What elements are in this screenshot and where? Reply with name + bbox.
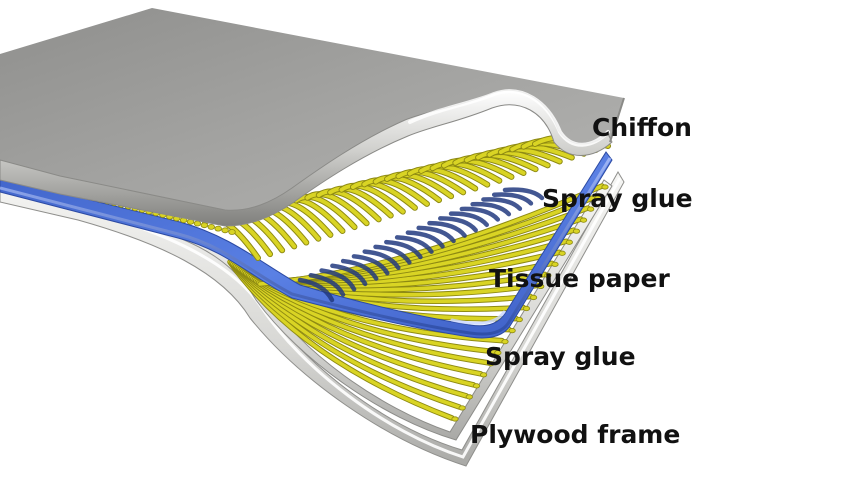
glue-strand-end <box>537 283 545 290</box>
glue-strand <box>487 147 562 164</box>
chiffon-front-edge <box>0 89 613 227</box>
tissue-paper-groove <box>394 235 434 254</box>
glue-strand <box>305 192 369 226</box>
glue-strand-end <box>515 316 523 323</box>
tissue-paper-groove <box>459 206 501 222</box>
glue-strand <box>373 175 442 203</box>
chiffon-curl-highlight <box>408 89 610 147</box>
glue-strand-end <box>551 261 559 267</box>
chiffon-label: Chiffon <box>592 113 692 142</box>
tissue-paper-groove <box>416 225 456 244</box>
spray-glue-bottom-label: Spray glue <box>485 342 636 371</box>
glue-strand <box>476 150 550 168</box>
glue-strand <box>407 167 478 191</box>
glue-strand <box>328 186 393 218</box>
tissue-paper-groove <box>470 201 512 217</box>
plywood-frame-label: Plywood frame <box>470 420 681 449</box>
glue-strand <box>396 169 466 195</box>
glue-strand-end <box>594 195 602 201</box>
tissue-paper-groove <box>491 192 534 206</box>
tissue-paper-sheet <box>0 151 613 339</box>
tissue-paper-groove <box>502 187 545 201</box>
glue-strand-end <box>472 383 481 389</box>
chiffon-right-edge <box>609 97 625 143</box>
glue-strand <box>294 194 357 230</box>
tissue-paper-groove <box>330 263 368 287</box>
tissue-paper-groove <box>351 254 390 276</box>
glue-strand-end <box>451 416 459 422</box>
glue-strand-end <box>558 250 566 256</box>
tissue-paper-groove <box>427 220 467 238</box>
glue-strand-end <box>458 405 466 411</box>
glue-dot <box>193 220 202 227</box>
glue-strand <box>430 161 502 183</box>
glue-strand-end <box>487 361 495 367</box>
glue-strand-end <box>508 328 516 334</box>
tissue-paper-edge <box>0 157 612 336</box>
glue-dot <box>214 225 222 232</box>
glue-dot <box>200 222 209 229</box>
glue-strand-end <box>572 228 581 234</box>
glue-strand-end <box>529 294 538 301</box>
tissue-paper-groove <box>384 239 423 260</box>
glue-strand-end <box>601 184 609 190</box>
tissue-paper-groove <box>448 211 489 228</box>
glue-strand-end <box>479 372 488 378</box>
glue-strand <box>464 152 538 172</box>
glue-strand-end <box>465 394 473 400</box>
tissue-paper-groove <box>481 197 523 211</box>
bottom-spray-glue-ends <box>451 184 609 422</box>
glue-strand <box>339 183 405 214</box>
glue-strand-end <box>501 339 509 345</box>
tissue-paper-groove <box>405 230 445 249</box>
glue-strand <box>441 158 514 179</box>
tissue-paper-groove <box>308 273 346 297</box>
glue-strand <box>362 178 429 206</box>
glue-strand <box>419 164 490 187</box>
glue-strand-end <box>494 350 502 356</box>
glue-strand-end <box>587 206 595 212</box>
tissue-paper-groove <box>373 244 412 265</box>
tissue-paper-groove <box>362 249 401 271</box>
glue-strand-end <box>579 217 588 223</box>
spray-glue-top-label: Spray glue <box>542 184 693 213</box>
tissue-paper-groove <box>319 268 357 292</box>
glue-dot <box>207 224 215 230</box>
glue-strand <box>316 189 381 222</box>
glue-dot <box>228 229 236 235</box>
tissue-paper-groove <box>438 216 478 233</box>
tissue-paper-grooves <box>297 187 545 303</box>
glue-strand <box>453 155 526 176</box>
glue-strand-end <box>565 239 573 245</box>
tissue-paper-label: Tissue paper <box>489 264 670 293</box>
glue-dot <box>221 227 229 234</box>
chiffon-top-surface <box>0 8 624 222</box>
tissue-paper-highlight <box>450 310 506 325</box>
glue-strand-end <box>544 272 552 278</box>
tissue-paper-groove <box>340 258 379 281</box>
glue-strand <box>350 181 417 210</box>
tissue-paper-groove <box>297 277 335 303</box>
glue-strand-end <box>522 305 531 312</box>
glue-strand <box>385 172 454 199</box>
